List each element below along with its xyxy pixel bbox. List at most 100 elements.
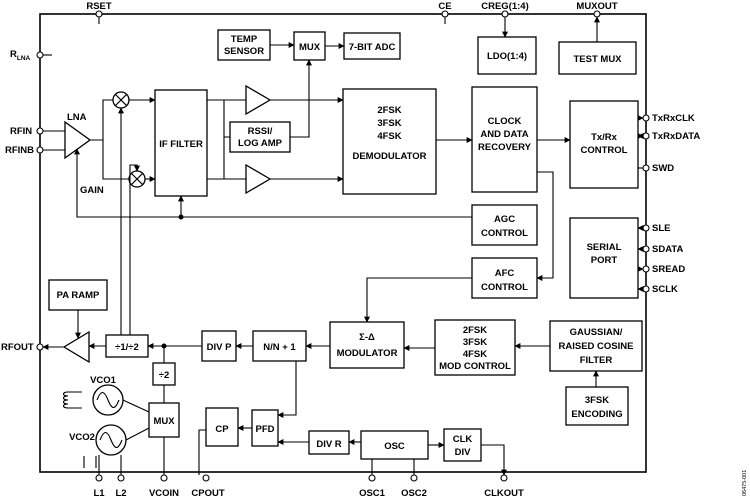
if-filter-block xyxy=(154,89,208,197)
pin-clkout xyxy=(500,474,508,482)
pin-sclk xyxy=(642,285,650,293)
label-swd: SWD xyxy=(652,163,674,174)
agc-line-1: AGC xyxy=(494,214,515,225)
fsk3-encoding-line-2: ENCODING xyxy=(571,409,622,420)
label-rfin: RFIN xyxy=(10,126,32,137)
agc-control-block xyxy=(471,204,538,246)
mod-control-line-4: MOD CONTROL xyxy=(439,361,511,372)
test-mux-label: TEST MUX xyxy=(573,54,622,65)
pin-vcoin xyxy=(160,474,168,482)
clk-div-line-1: CLK xyxy=(453,434,473,445)
vco1-label: VCO1 xyxy=(90,375,117,386)
power-amplifier xyxy=(62,330,90,364)
clock-data-recovery-block xyxy=(471,86,538,193)
label-txrxclk: TxRxCLK xyxy=(652,113,695,124)
agc-line-2: CONTROL xyxy=(481,228,528,239)
mixer-i xyxy=(112,91,130,109)
mux-top-label: MUX xyxy=(299,42,321,53)
if-amp-i xyxy=(245,84,272,116)
demod-line-1: 2FSK xyxy=(377,105,401,116)
n-n-plus-1-label: N/N + 1 xyxy=(263,342,296,353)
pin-rlna xyxy=(36,51,44,59)
label-l1: L1 xyxy=(93,488,105,499)
clk-div-line-2: DIV xyxy=(455,447,472,458)
demod-line-5: DEMODULATOR xyxy=(352,151,426,162)
pin-swd xyxy=(642,164,650,172)
sigma-delta-line-2: MODULATOR xyxy=(337,348,398,359)
pin-osc1 xyxy=(368,474,376,482)
afc-line-1: AFC xyxy=(495,268,515,279)
serial-line-2: PORT xyxy=(591,255,618,266)
osc-label: OSC xyxy=(384,441,405,452)
div1-div2-label: ÷1/÷2 xyxy=(115,342,139,353)
pin-l1 xyxy=(95,474,103,482)
fsk3-encoding-block xyxy=(565,386,629,426)
ldo-label: LDO(1:4) xyxy=(487,51,527,62)
label-sle: SLE xyxy=(652,223,670,234)
figure-reference: 06475-001 xyxy=(742,470,748,496)
div-r-label: DIV R xyxy=(316,439,341,450)
chip-boundary xyxy=(39,13,647,473)
fsk3-encoding-line-1: 3FSK xyxy=(585,395,609,406)
label-osc1: OSC1 xyxy=(359,488,386,499)
label-creg: CREG(1:4) xyxy=(481,1,529,12)
pin-rfout xyxy=(36,343,44,351)
label-muxout: MUXOUT xyxy=(576,1,617,12)
pin-rfinb xyxy=(36,146,44,154)
rssi-line-1: RSSI/ xyxy=(248,126,273,137)
rssi-line-2: LOG AMP xyxy=(238,138,283,149)
if-filter-label: IF FILTER xyxy=(159,139,203,150)
temp-sensor-line-2: SENSOR xyxy=(224,46,264,57)
wiring: GAIN xyxy=(42,16,644,476)
gain-label: GAIN xyxy=(80,185,104,196)
label-sread: SREAD xyxy=(652,264,685,275)
gaussian-line-1: GAUSSIAN/ xyxy=(570,327,623,338)
label-vcoin: VCOIN xyxy=(149,488,179,499)
label-sdata: SDATA xyxy=(652,244,683,255)
pin-txrxclk xyxy=(642,114,650,122)
mod-control-block xyxy=(434,319,516,376)
gaussian-line-3: FILTER xyxy=(580,355,613,366)
pin-l2 xyxy=(117,474,125,482)
mod-control-line-3: 4FSK xyxy=(463,349,487,360)
vco2-inductor-icon xyxy=(83,456,97,468)
label-rlna-sub: LNA xyxy=(17,55,31,62)
test-mux-block xyxy=(558,41,637,75)
pa-ramp-label: PA RAMP xyxy=(57,290,100,301)
pin-sread xyxy=(642,265,650,273)
charge-pump-label: CP xyxy=(215,424,229,435)
label-rset: RSET xyxy=(86,1,112,12)
label-rlna: RLNA xyxy=(10,49,31,62)
pin-osc2 xyxy=(410,474,418,482)
label-ce: CE xyxy=(438,1,451,12)
txrx-control-block xyxy=(569,100,639,189)
cdr-line-1: CLOCK xyxy=(488,116,522,127)
serial-port-block xyxy=(569,217,639,299)
temp-sensor-line-1: TEMP xyxy=(231,34,258,45)
cdr-line-3: RECOVERY xyxy=(478,142,532,153)
cdr-line-2: AND DATA xyxy=(480,129,528,140)
label-txrxdata: TxRxDATA xyxy=(652,131,700,142)
mixer-q xyxy=(128,170,146,188)
vco2-oscillator xyxy=(95,424,127,456)
mux-vco-label: MUX xyxy=(153,416,175,427)
label-clkout: CLKOUT xyxy=(484,488,524,499)
sigma-delta-line-1: Σ-Δ xyxy=(359,332,375,343)
pin-sdata xyxy=(642,245,650,253)
demod-line-2: 3FSK xyxy=(377,118,401,129)
txrx-line-1: Tx/Rx xyxy=(591,132,618,143)
if-amp-q xyxy=(245,163,272,195)
gaussian-line-2: RAISED COSINE xyxy=(559,341,634,352)
adc-label: 7-BIT ADC xyxy=(349,42,396,53)
demod-line-3: 4FSK xyxy=(377,131,401,142)
adc-block xyxy=(343,32,401,60)
osc-block xyxy=(360,430,429,460)
label-cpout: CPOUT xyxy=(191,488,224,499)
pin-txrxdata xyxy=(642,132,650,140)
pa-ramp-block xyxy=(48,279,108,311)
label-osc2: OSC2 xyxy=(401,488,427,499)
div-p-label: DIV P xyxy=(207,342,232,353)
afc-line-2: CONTROL xyxy=(481,282,528,293)
temp-sensor-block xyxy=(217,29,271,61)
